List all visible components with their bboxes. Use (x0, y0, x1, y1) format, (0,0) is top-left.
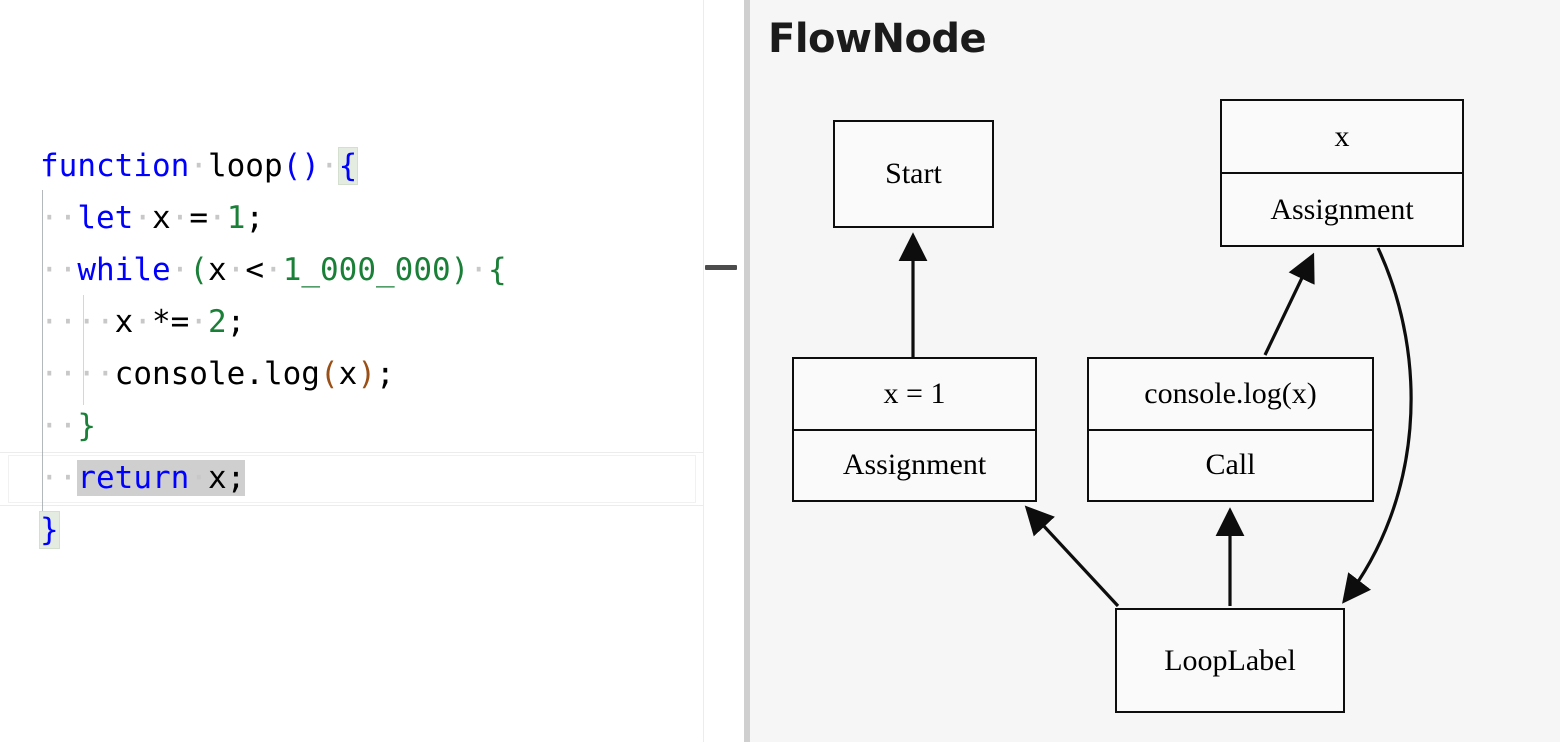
graph-node-loop-label-row-1: LoopLabel (1164, 643, 1296, 677)
graph-edge-call-to-assignment (1263, 252, 1315, 356)
code-editor-pane[interactable]: function·loop()·{··let·x·=·1;··while·(x·… (0, 0, 704, 742)
code-token: ·· (40, 200, 78, 236)
current-line-border (8, 455, 696, 503)
code-token: loop (207, 148, 283, 184)
code-token: ) (450, 252, 470, 288)
graph-node-start-row-1: Start (885, 157, 942, 190)
code-text-layer[interactable]: function·loop()·{··let·x·=·1;··while·(x·… (0, 0, 704, 742)
code-token: console.log (114, 356, 320, 392)
code-token: · (264, 252, 283, 288)
code-token: ···· (40, 356, 115, 392)
code-token: · (170, 252, 190, 288)
code-token: x; (207, 460, 246, 496)
graph-node-start[interactable]: Start (833, 120, 994, 228)
code-token: · (189, 460, 208, 496)
code-token: ; (226, 304, 246, 340)
graph-node-loop-label[interactable]: LoopLabel (1115, 608, 1345, 713)
code-token: · (319, 148, 339, 184)
graph-node-x-assignment-row-1: x (1334, 119, 1350, 153)
code-token: let (77, 200, 134, 236)
code-token: = (189, 200, 209, 236)
editor-right-ruler (703, 0, 704, 742)
splitter-drag-handle[interactable] (705, 265, 737, 270)
code-token: · (226, 252, 246, 288)
code-token: · (133, 200, 152, 236)
code-line-4[interactable]: ····x·*=·2; (40, 296, 245, 348)
code-token: 2 (208, 304, 227, 340)
code-token: · (208, 200, 227, 236)
code-token: · (133, 304, 152, 340)
code-token: { (488, 252, 507, 288)
indent-guide-level-2 (83, 295, 84, 405)
code-token: ·· (40, 252, 78, 288)
code-token: · (189, 148, 208, 184)
splitter-bar[interactable] (744, 0, 750, 742)
code-token: · (469, 252, 489, 288)
panel-title: FlowNode (768, 16, 987, 62)
code-token: ; (245, 200, 265, 236)
code-token: ( (319, 356, 339, 392)
code-token: *= (152, 304, 190, 340)
code-token: function (40, 148, 190, 184)
graph-node-x-equals-1-row-2: Assignment (794, 428, 1035, 501)
code-token: } (40, 512, 59, 548)
graph-node-console-log-row-1: console.log(x) (1144, 376, 1317, 410)
code-token: 1_000_000 (282, 252, 451, 288)
code-line-5[interactable]: ····console.log(x); (40, 348, 395, 400)
graph-node-x-equals-1-row-1: x = 1 (883, 376, 946, 410)
code-token: ; (375, 356, 395, 392)
code-token: ·· (40, 408, 78, 444)
code-token: 1 (226, 200, 246, 236)
code-token: x (152, 200, 171, 236)
code-token: while (77, 252, 171, 288)
code-token: () (282, 148, 320, 184)
code-token: · (189, 304, 208, 340)
code-token: < (245, 252, 265, 288)
graph-edge-looplabel-to-x1 (1024, 505, 1120, 608)
code-token: ) (357, 356, 376, 392)
code-line-7[interactable]: ··return·x; (40, 452, 246, 504)
code-token: x (338, 356, 358, 392)
graph-node-x-assignment-row-2: Assignment (1222, 172, 1462, 245)
code-line-6[interactable]: ··} (40, 400, 96, 452)
graph-node-console-log[interactable]: console.log(x) Call (1087, 357, 1374, 502)
code-token: { (338, 148, 358, 184)
graph-node-x-equals-1[interactable]: x = 1 Assignment (792, 357, 1037, 502)
code-token: x (114, 304, 134, 340)
code-line-2[interactable]: ··let·x·=·1; (40, 192, 264, 244)
code-token: } (77, 408, 96, 444)
code-token: ·· (40, 460, 78, 496)
splitter-gap (736, 0, 744, 742)
indent-guide-level-1 (42, 190, 43, 520)
code-token: · (170, 200, 190, 236)
graph-node-console-log-row-2: Call (1089, 428, 1372, 501)
code-line-1[interactable]: function·loop()·{ (40, 140, 358, 192)
code-token: x (208, 252, 227, 288)
code-token: ( (189, 252, 208, 288)
code-line-8[interactable]: } (40, 504, 59, 556)
code-line-3[interactable]: ··while·(x·<·1_000_000)·{ (40, 244, 507, 296)
code-token: return (77, 460, 190, 496)
flow-graph-panel: FlowNode (750, 0, 1560, 742)
code-token: ···· (40, 304, 115, 340)
